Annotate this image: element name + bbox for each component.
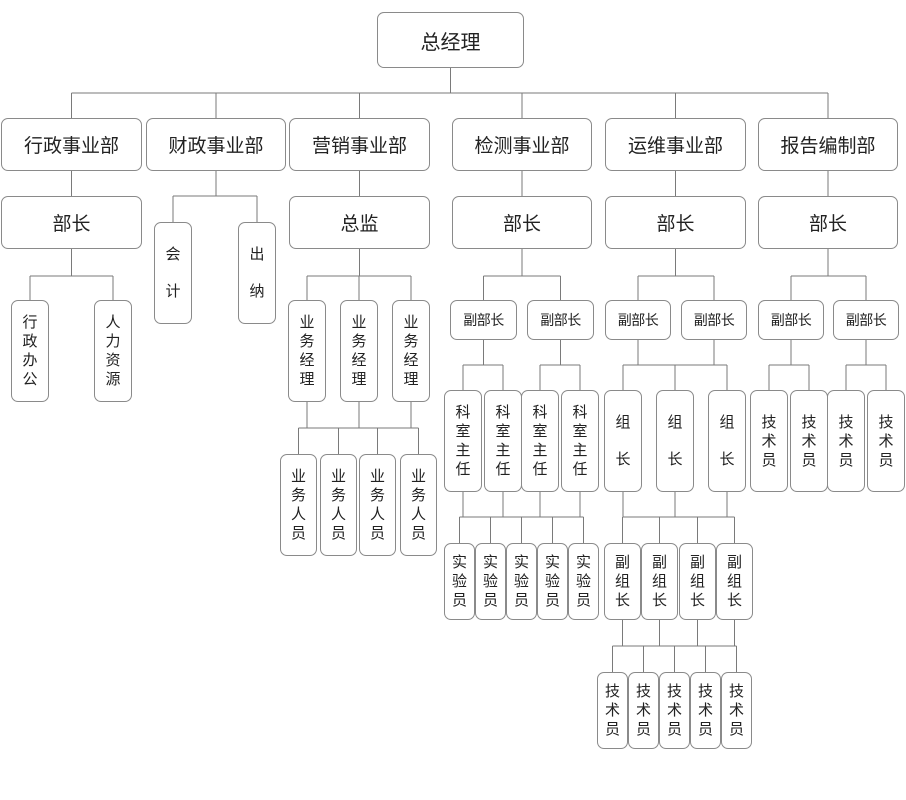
testing-head-box: 部长 bbox=[452, 196, 592, 249]
testing-lab-staff-box: 实验员 bbox=[444, 543, 475, 620]
dept-marketing-box: 营销事业部 bbox=[289, 118, 430, 171]
operations-tech-box: 技术员 bbox=[659, 672, 690, 749]
report-tech-box: 技术员 bbox=[827, 390, 865, 492]
dept-admin-box: 行政事业部 bbox=[1, 118, 142, 171]
testing-lab-staff-box: 实验员 bbox=[475, 543, 506, 620]
marketing-staff-box: 业务人员 bbox=[320, 454, 357, 556]
dept-operations-box: 运维事业部 bbox=[605, 118, 746, 171]
operations-vice-leader-box: 副组长 bbox=[641, 543, 678, 620]
testing-deputy-box: 副部长 bbox=[527, 300, 594, 340]
general-manager-box: 总经理 bbox=[377, 12, 524, 68]
operations-head-box: 部长 bbox=[605, 196, 746, 249]
testing-lab-staff-box: 实验员 bbox=[506, 543, 537, 620]
report-tech-box: 技术员 bbox=[750, 390, 788, 492]
dept-report-box: 报告编制部 bbox=[758, 118, 898, 171]
testing-lab-staff-box: 实验员 bbox=[537, 543, 568, 620]
report-tech-box: 技术员 bbox=[867, 390, 905, 492]
operations-tech-box: 技术员 bbox=[690, 672, 721, 749]
operations-tech-box: 技术员 bbox=[628, 672, 659, 749]
report-deputy-box: 副部长 bbox=[758, 300, 824, 340]
testing-director-box: 科室主任 bbox=[484, 390, 522, 492]
operations-deputy-box: 副部长 bbox=[605, 300, 671, 340]
operations-leader-box: 组长 bbox=[656, 390, 694, 492]
operations-leader-box: 组长 bbox=[708, 390, 746, 492]
admin-head-box: 部长 bbox=[1, 196, 142, 249]
operations-vice-leader-box: 副组长 bbox=[716, 543, 753, 620]
testing-director-box: 科室主任 bbox=[444, 390, 482, 492]
marketing-staff-box: 业务人员 bbox=[400, 454, 437, 556]
marketing-manager-box: 业务经理 bbox=[392, 300, 430, 402]
admin-hr-box: 人力资源 bbox=[94, 300, 132, 402]
marketing-staff-box: 业务人员 bbox=[359, 454, 396, 556]
report-deputy-box: 副部长 bbox=[833, 300, 899, 340]
marketing-staff-box: 业务人员 bbox=[280, 454, 317, 556]
testing-lab-staff-box: 实验员 bbox=[568, 543, 599, 620]
admin-office-box: 行政办公 bbox=[11, 300, 49, 402]
operations-tech-box: 技术员 bbox=[597, 672, 628, 749]
testing-director-box: 科室主任 bbox=[521, 390, 559, 492]
operations-vice-leader-box: 副组长 bbox=[679, 543, 716, 620]
operations-tech-box: 技术员 bbox=[721, 672, 752, 749]
marketing-manager-box: 业务经理 bbox=[288, 300, 326, 402]
finance-accountant-box: 会计 bbox=[154, 222, 192, 324]
report-head-box: 部长 bbox=[758, 196, 898, 249]
operations-vice-leader-box: 副组长 bbox=[604, 543, 641, 620]
operations-deputy-box: 副部长 bbox=[681, 300, 747, 340]
operations-leader-box: 组长 bbox=[604, 390, 642, 492]
dept-testing-box: 检测事业部 bbox=[452, 118, 592, 171]
testing-deputy-box: 副部长 bbox=[450, 300, 517, 340]
finance-cashier-box: 出纳 bbox=[238, 222, 276, 324]
dept-finance-box: 财政事业部 bbox=[146, 118, 286, 171]
testing-director-box: 科室主任 bbox=[561, 390, 599, 492]
marketing-manager-box: 业务经理 bbox=[340, 300, 378, 402]
marketing-head-box: 总监 bbox=[289, 196, 430, 249]
report-tech-box: 技术员 bbox=[790, 390, 828, 492]
